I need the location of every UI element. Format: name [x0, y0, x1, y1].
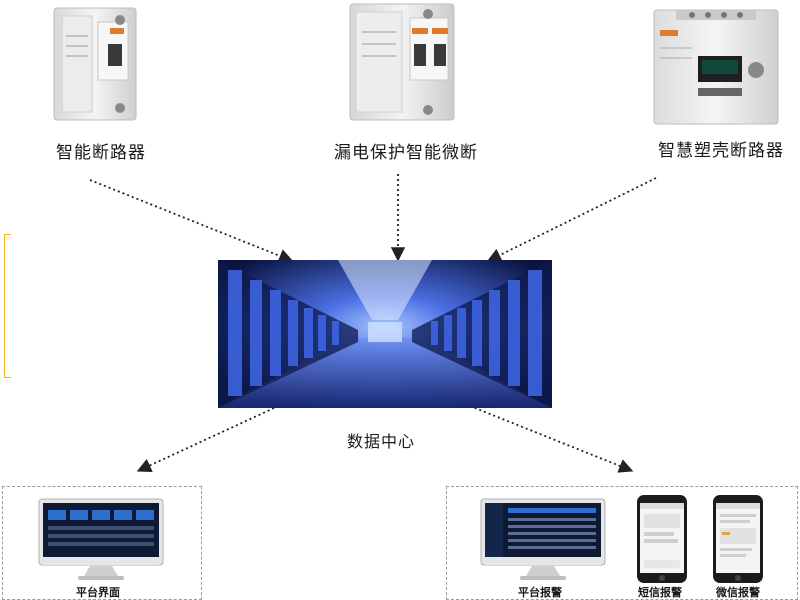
side-bracket [4, 234, 11, 378]
smart-breaker-image [52, 6, 138, 122]
platform-alarm-label: 平台报警 [518, 586, 562, 599]
arrow-breaker3-to-center [486, 177, 657, 262]
smart-breaker-label: 智能断路器 [56, 143, 146, 163]
molded-case-breaker-label: 智慧塑壳断路器 [658, 141, 784, 161]
datacenter-image [218, 260, 552, 408]
arrow-breaker1-to-center [89, 179, 294, 263]
wechat-phone [712, 494, 764, 584]
datacenter-label: 数据中心 [347, 432, 416, 451]
leakage-breaker-label: 漏电保护智能微断 [334, 143, 478, 163]
molded-case-breaker-image [652, 8, 780, 126]
leakage-breaker-image [348, 2, 456, 122]
platform-interface-label: 平台界面 [76, 586, 120, 599]
sms-alarm-label: 短信报警 [638, 586, 682, 599]
arrow-center-to-right [469, 405, 634, 473]
platform-monitor-right [480, 498, 606, 582]
platform-monitor-left [38, 498, 164, 582]
sms-phone [636, 494, 688, 584]
wechat-alarm-label: 微信报警 [716, 586, 760, 599]
arrow-center-to-left [136, 407, 275, 472]
